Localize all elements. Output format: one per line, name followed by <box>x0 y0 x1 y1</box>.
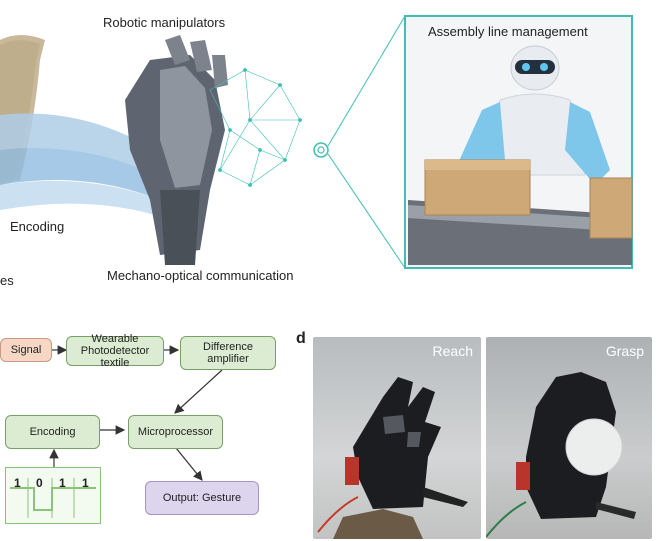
label-mechano-optical: Mechano-optical communication <box>107 268 294 283</box>
panel-d-letter: d <box>296 330 306 347</box>
grasp-robot-hand <box>486 372 636 538</box>
difference-amplifier-box: Difference amplifier <box>180 336 276 370</box>
signal-box: Signal <box>0 338 52 362</box>
top-illustration <box>0 15 633 269</box>
robotic-hand-illustration <box>125 35 228 265</box>
flow-arrows <box>49 345 223 481</box>
output-gesture-box: Output: Gesture <box>145 481 259 515</box>
encoding-box: Encoding <box>5 415 100 449</box>
encoding-stream <box>0 113 170 215</box>
label-encoding: Encoding <box>10 219 65 234</box>
reach-photo: Reach <box>313 337 481 539</box>
microprocessor-box: Microprocessor <box>128 415 223 449</box>
zoom-connector <box>313 15 406 269</box>
bit-signal-panel: 1 0 1 1 <box>5 467 101 524</box>
bit-2: 0 <box>36 476 43 490</box>
assembly-panel-title: Assembly line management <box>428 24 588 39</box>
reach-robot-hand <box>317 377 468 539</box>
grasp-label: Grasp <box>605 343 644 359</box>
bit-3: 1 <box>59 476 66 490</box>
bit-4: 1 <box>82 476 89 490</box>
bit-waveform <box>10 478 96 518</box>
assembly-panel <box>404 15 633 269</box>
bit-1: 1 <box>14 476 21 490</box>
reach-label: Reach <box>432 343 473 359</box>
wearable-photodetector-box: Wearable Photodetector textile <box>66 333 164 369</box>
arrow-difference-micro <box>174 369 223 414</box>
label-partial: es <box>0 273 14 288</box>
optical-network-mesh <box>209 68 302 187</box>
arrow-micro-output <box>175 447 203 481</box>
label-robotic-manipulators: Robotic manipulators <box>103 15 226 30</box>
grasp-photo: Grasp <box>486 337 652 539</box>
